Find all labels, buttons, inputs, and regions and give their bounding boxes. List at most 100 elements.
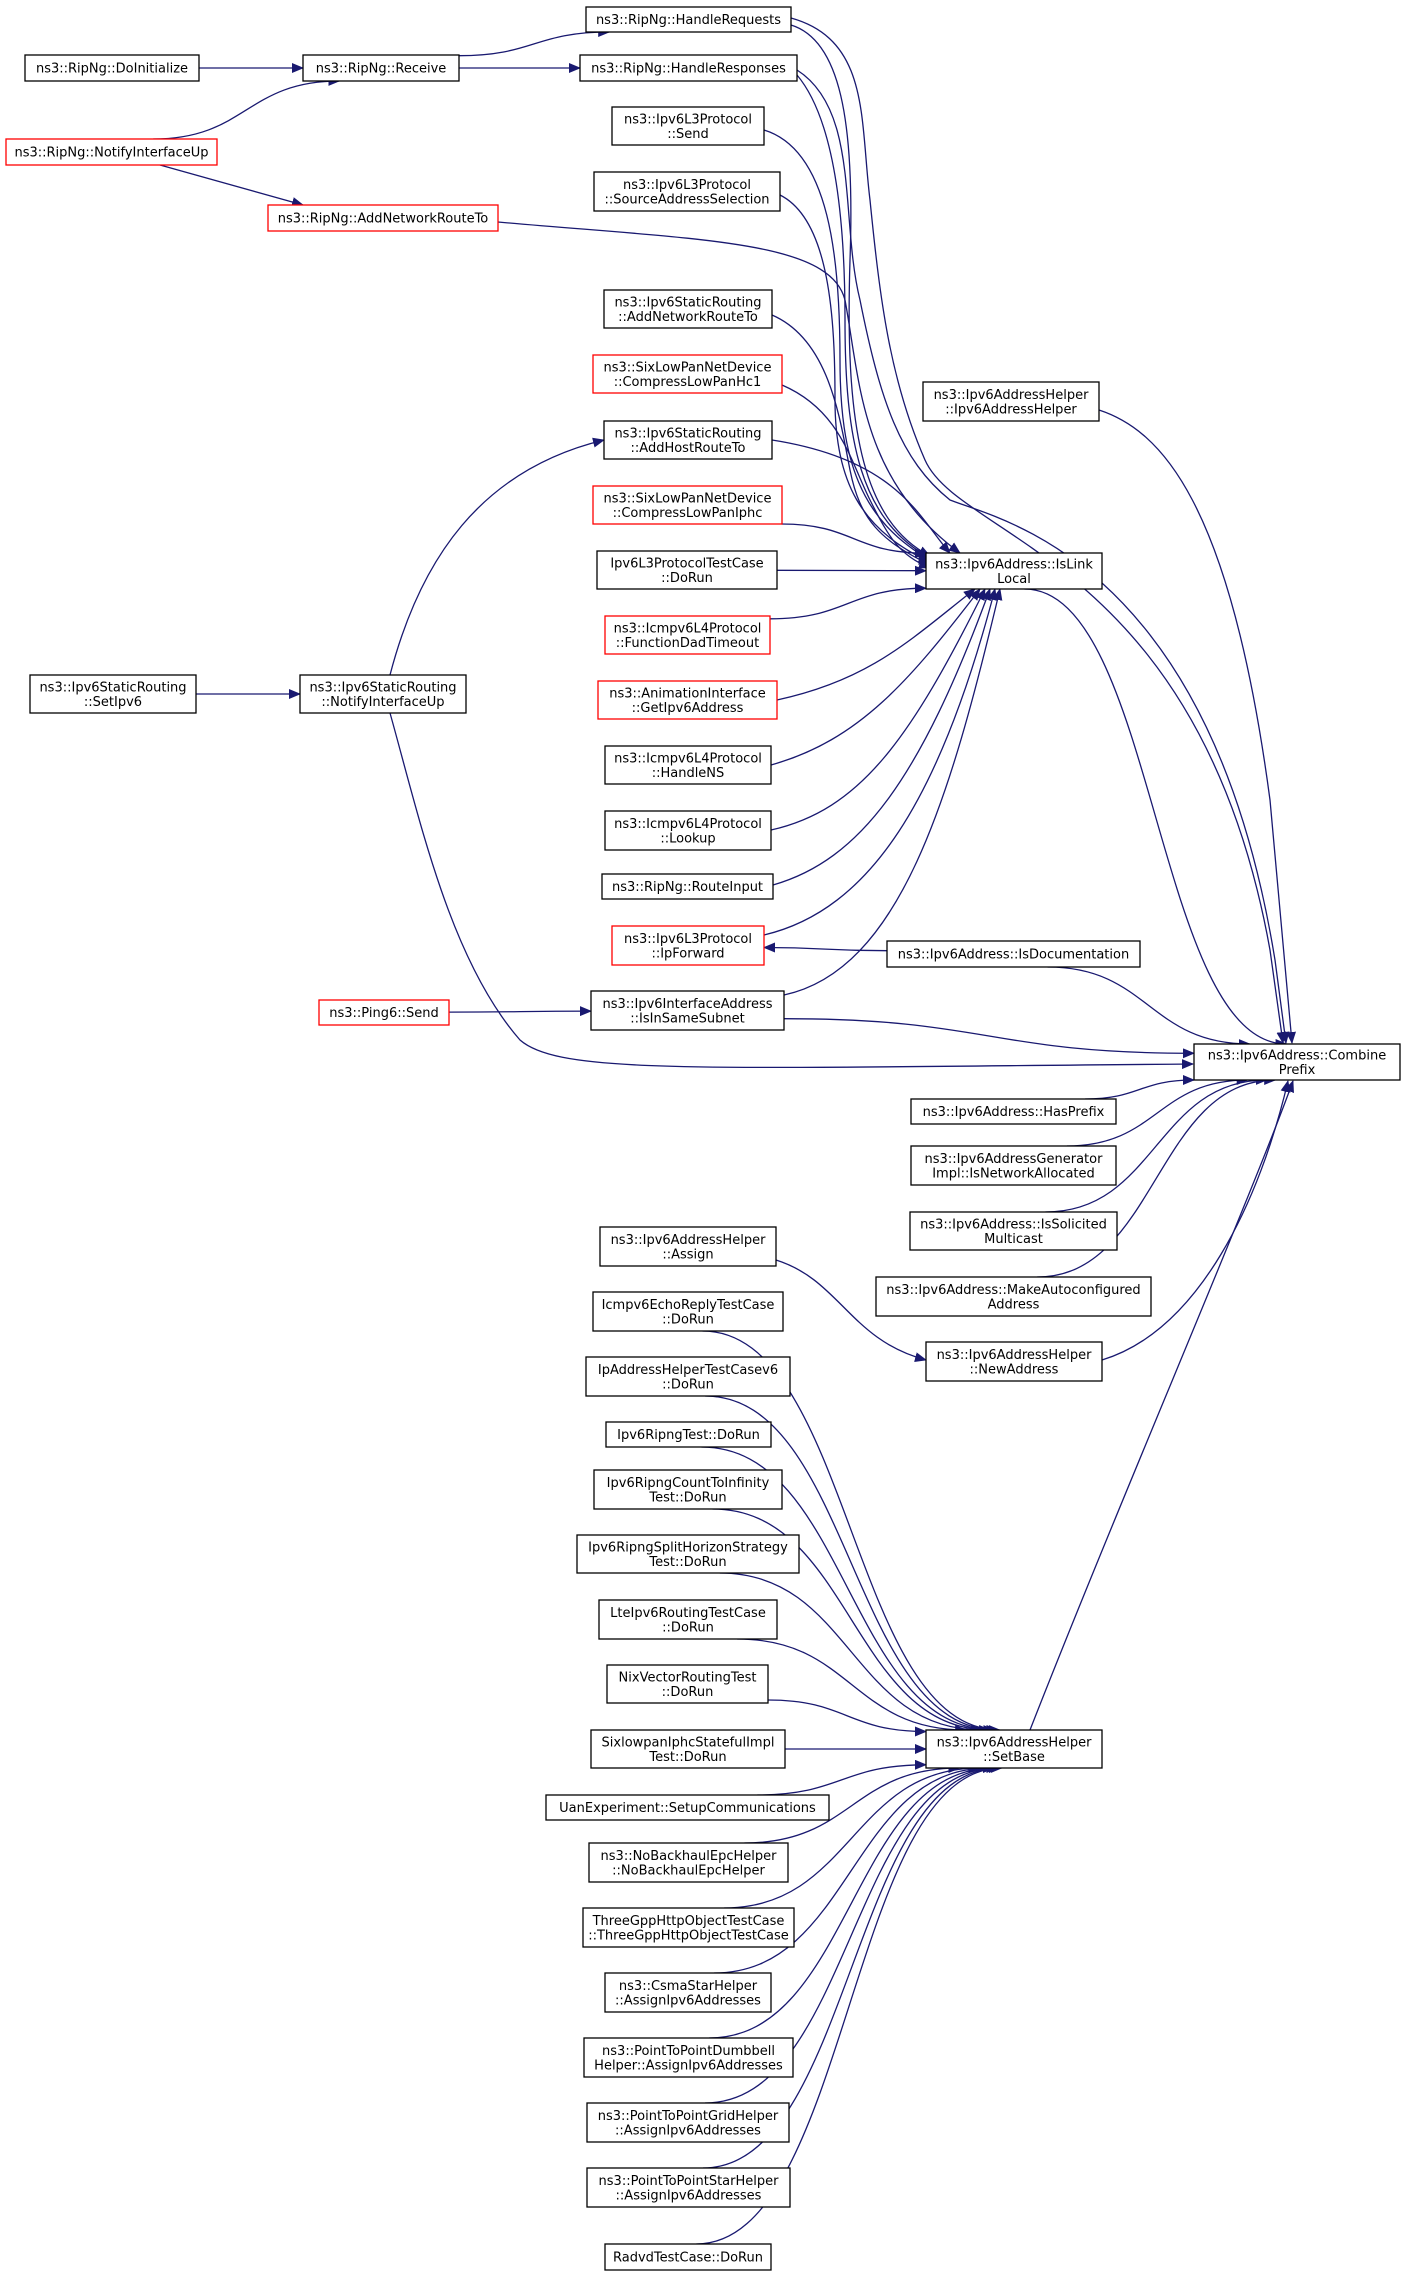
- node-three-gpp-http-object-test[interactable]: ThreeGppHttpObjectTestCase::ThreeGppHttp…: [582, 1907, 795, 1948]
- node-box: [611, 925, 765, 966]
- node-ripng-receive[interactable]: ns3::RipNg::Receive: [302, 54, 460, 82]
- node-addr-helper-assign[interactable]: ns3::Ipv6AddressHelper::Assign: [599, 1226, 777, 1267]
- node-box: [925, 1729, 1103, 1769]
- node-box: [593, 171, 781, 212]
- node-label-line: ::CompressLowPanHc1: [614, 375, 762, 390]
- node-uan-setup-communications[interactable]: UanExperiment::SetupCommunications: [545, 1794, 830, 1821]
- node-ipv6l3-send[interactable]: ns3::Ipv6L3Protocol::Send: [611, 106, 765, 146]
- node-ipv6-ripng-test-do-run[interactable]: Ipv6RipngTest::DoRun: [605, 1421, 772, 1448]
- node-label-line: ::SetBase: [983, 1750, 1045, 1765]
- node-label-line: ns3::Ipv6StaticRouting: [309, 680, 456, 695]
- node-label-line: ns3::PointToPointDumbbell: [602, 2044, 775, 2059]
- node-label-line: ::DoRun: [661, 571, 713, 586]
- call-edge-ping6_send-to-iface_addr_is_in_same_subnet: [448, 1006, 592, 1017]
- node-label-line: ::SourceAddressSelection: [604, 192, 769, 207]
- node-ip-address-helper-v6-do-run[interactable]: IpAddressHelperTestCasev6::DoRun: [585, 1356, 791, 1397]
- node-icmpv6-echo-reply-do-run[interactable]: Icmpv6EchoReplyTestCase::DoRun: [592, 1291, 784, 1332]
- node-label-line: ns3::PointToPointGridHelper: [598, 2109, 779, 2124]
- node-ripng-add-network-route-to[interactable]: ns3::RipNg::AddNetworkRouteTo: [267, 204, 499, 232]
- node-compress-lowpan-hc1[interactable]: ns3::SixLowPanNetDevice::CompressLowPanH…: [592, 354, 783, 394]
- node-icmpv6-lookup[interactable]: ns3::Icmpv6L4Protocol::Lookup: [604, 810, 772, 851]
- node-box: [579, 54, 798, 82]
- node-label-line: SixlowpanIphcStatefulImpl: [602, 1735, 775, 1750]
- node-box: [604, 615, 771, 655]
- node-ripng-handle-responses[interactable]: ns3::RipNg::HandleResponses: [579, 54, 798, 82]
- node-ipv6l3-ip-forward[interactable]: ns3::Ipv6L3Protocol::IpForward: [611, 925, 765, 966]
- node-static-add-network-route-to[interactable]: ns3::Ipv6StaticRouting::AddNetworkRouteT…: [603, 289, 773, 329]
- node-box: [925, 1341, 1103, 1382]
- node-box: [585, 1356, 791, 1397]
- node-compress-lowpan-iphc[interactable]: ns3::SixLowPanNetDevice::CompressLowPanI…: [592, 485, 783, 525]
- node-no-backhaul-epc-helper[interactable]: ns3::NoBackhaulEpcHelper::NoBackhaulEpcH…: [588, 1842, 789, 1883]
- node-label-line: ::IsInSameSubnet: [630, 1011, 744, 1026]
- node-iface-addr-is-in-same-subnet[interactable]: ns3::Ipv6InterfaceAddress::IsInSameSubne…: [590, 990, 785, 1031]
- node-addr-helper-new-address[interactable]: ns3::Ipv6AddressHelper::NewAddress: [925, 1341, 1103, 1382]
- node-label-line: ns3::Ping6::Send: [329, 1006, 438, 1021]
- node-label-line: ns3::RipNg::HandleRequests: [596, 13, 781, 28]
- node-csma-star-assign-ipv6[interactable]: ns3::CsmaStarHelper::AssignIpv6Addresses: [604, 1972, 772, 2013]
- node-make-autoconfigured-address[interactable]: ns3::Ipv6Address::MakeAutoconfiguredAddr…: [875, 1276, 1152, 1317]
- node-label-line: ns3::Ipv6AddressHelper: [937, 1735, 1093, 1750]
- node-label-line: ns3::Ipv6AddressGenerator: [925, 1152, 1104, 1167]
- node-label-line: ns3::RipNg::Receive: [316, 62, 447, 77]
- node-ripng-handle-requests[interactable]: ns3::RipNg::HandleRequests: [585, 6, 792, 33]
- node-ipv6l3-source-address-selection[interactable]: ns3::Ipv6L3Protocol::SourceAddressSelect…: [593, 171, 781, 212]
- node-label-line: ns3::Ipv6AddressHelper: [937, 1348, 1093, 1363]
- node-label-line: ns3::SixLowPanNetDevice: [604, 360, 772, 375]
- node-is-documentation[interactable]: ns3::Ipv6Address::IsDocumentation: [886, 940, 1141, 968]
- call-edge-addr_helper_assign-to-addr_helper_new_address: [775, 1259, 927, 1363]
- node-ripng-route-input[interactable]: ns3::RipNg::RouteInput: [601, 873, 774, 900]
- node-label-line: Prefix: [1279, 1063, 1316, 1078]
- node-lte-ipv6-routing-do-run[interactable]: LteIpv6RoutingTestCase::DoRun: [598, 1599, 778, 1640]
- node-label-line: Ipv6RipngSplitHorizonStrategy: [588, 1540, 788, 1555]
- node-addr-helper-set-base[interactable]: ns3::Ipv6AddressHelper::SetBase: [925, 1729, 1103, 1769]
- node-label-line: LteIpv6RoutingTestCase: [610, 1606, 766, 1621]
- node-ripng-notify-interface-up[interactable]: ns3::RipNg::NotifyInterfaceUp: [5, 138, 218, 166]
- node-generator-is-network-allocated[interactable]: ns3::Ipv6AddressGeneratorImpl::IsNetwork…: [910, 1145, 1117, 1186]
- node-box: [299, 674, 467, 714]
- node-ipv6l3-test-do-run[interactable]: Ipv6L3ProtocolTestCase::DoRun: [596, 550, 778, 590]
- node-radvd-test-do-run[interactable]: RadvdTestCase::DoRun: [604, 2243, 772, 2271]
- node-animation-get-ipv6-address[interactable]: ns3::AnimationInterface::GetIpv6Address: [597, 680, 778, 720]
- node-label-line: ::AddHostRouteTo: [631, 441, 746, 456]
- call-edge-lte_ipv6_routing_do_run-to-addr_helper_set_base: [737, 1638, 968, 1735]
- node-label-line: ::NotifyInterfaceUp: [321, 695, 444, 710]
- node-p2p-dumbbell-assign-ipv6[interactable]: ns3::PointToPointDumbbellHelper::AssignI…: [583, 2037, 794, 2078]
- node-label-line: ::Assign: [662, 1247, 713, 1262]
- node-box: [267, 204, 499, 232]
- node-static-add-host-route-to[interactable]: ns3::Ipv6StaticRouting::AddHostRouteTo: [603, 420, 773, 460]
- call-edge-icmpv6_function_dad_timeout-to-is_link_local: [769, 583, 927, 620]
- node-icmpv6-function-dad-timeout[interactable]: ns3::Icmpv6L4Protocol::FunctionDadTimeou…: [604, 615, 771, 655]
- node-ping6-send[interactable]: ns3::Ping6::Send: [318, 999, 450, 1026]
- node-label-line: ::Ipv6AddressHelper: [945, 402, 1077, 417]
- call-edge-ip_address_helper_v6_do_run-to-addr_helper_set_base: [705, 1395, 999, 1735]
- node-p2p-grid-assign-ipv6[interactable]: ns3::PointToPointGridHelper::AssignIpv6A…: [586, 2102, 790, 2143]
- call-edge-csma_star_assign_ipv6-to-addr_helper_set_base: [714, 1763, 990, 1974]
- node-has-prefix[interactable]: ns3::Ipv6Address::HasPrefix: [910, 1098, 1117, 1125]
- node-label-line: UanExperiment::SetupCommunications: [559, 1801, 816, 1816]
- call-edge-addr_helper_set_base-to-combine_prefix: [1029, 1080, 1294, 1731]
- node-box: [545, 1794, 830, 1821]
- node-box: [1193, 1043, 1401, 1081]
- node-nix-vector-routing-do-run[interactable]: NixVectorRoutingTest::DoRun: [606, 1664, 769, 1704]
- node-ripng-do-initialize[interactable]: ns3::RipNg::DoInitialize: [24, 54, 200, 82]
- node-box: [576, 1534, 800, 1574]
- node-label-line: Ipv6RipngTest::DoRun: [617, 1428, 760, 1443]
- call-edge-ripng_handle_responses-to-is_link_local: [796, 74, 931, 559]
- node-static-set-ipv6[interactable]: ns3::Ipv6StaticRouting::SetIpv6: [29, 674, 197, 714]
- node-label-line: ns3::RipNg::DoInitialize: [36, 62, 188, 77]
- call-edge-ipv6l3_source_address_selection-to-is_link_local: [779, 194, 931, 563]
- call-edge-is_solicited_multicast-to-combine_prefix: [1045, 1075, 1268, 1213]
- node-static-notify-interface-up[interactable]: ns3::Ipv6StaticRouting::NotifyInterfaceU…: [299, 674, 467, 714]
- node-icmpv6-handle-ns[interactable]: ns3::Icmpv6L4Protocol::HandleNS: [604, 745, 772, 785]
- node-p2p-star-assign-ipv6[interactable]: ns3::PointToPointStarHelper::AssignIpv6A…: [586, 2167, 791, 2208]
- call-edge-animation_get_ipv6_address-to-is_link_local: [776, 588, 976, 701]
- node-addr-helper-ctor[interactable]: ns3::Ipv6AddressHelper::Ipv6AddressHelpe…: [922, 381, 1100, 422]
- call-edge-compress_lowpan_iphc-to-is_link_local: [781, 523, 927, 559]
